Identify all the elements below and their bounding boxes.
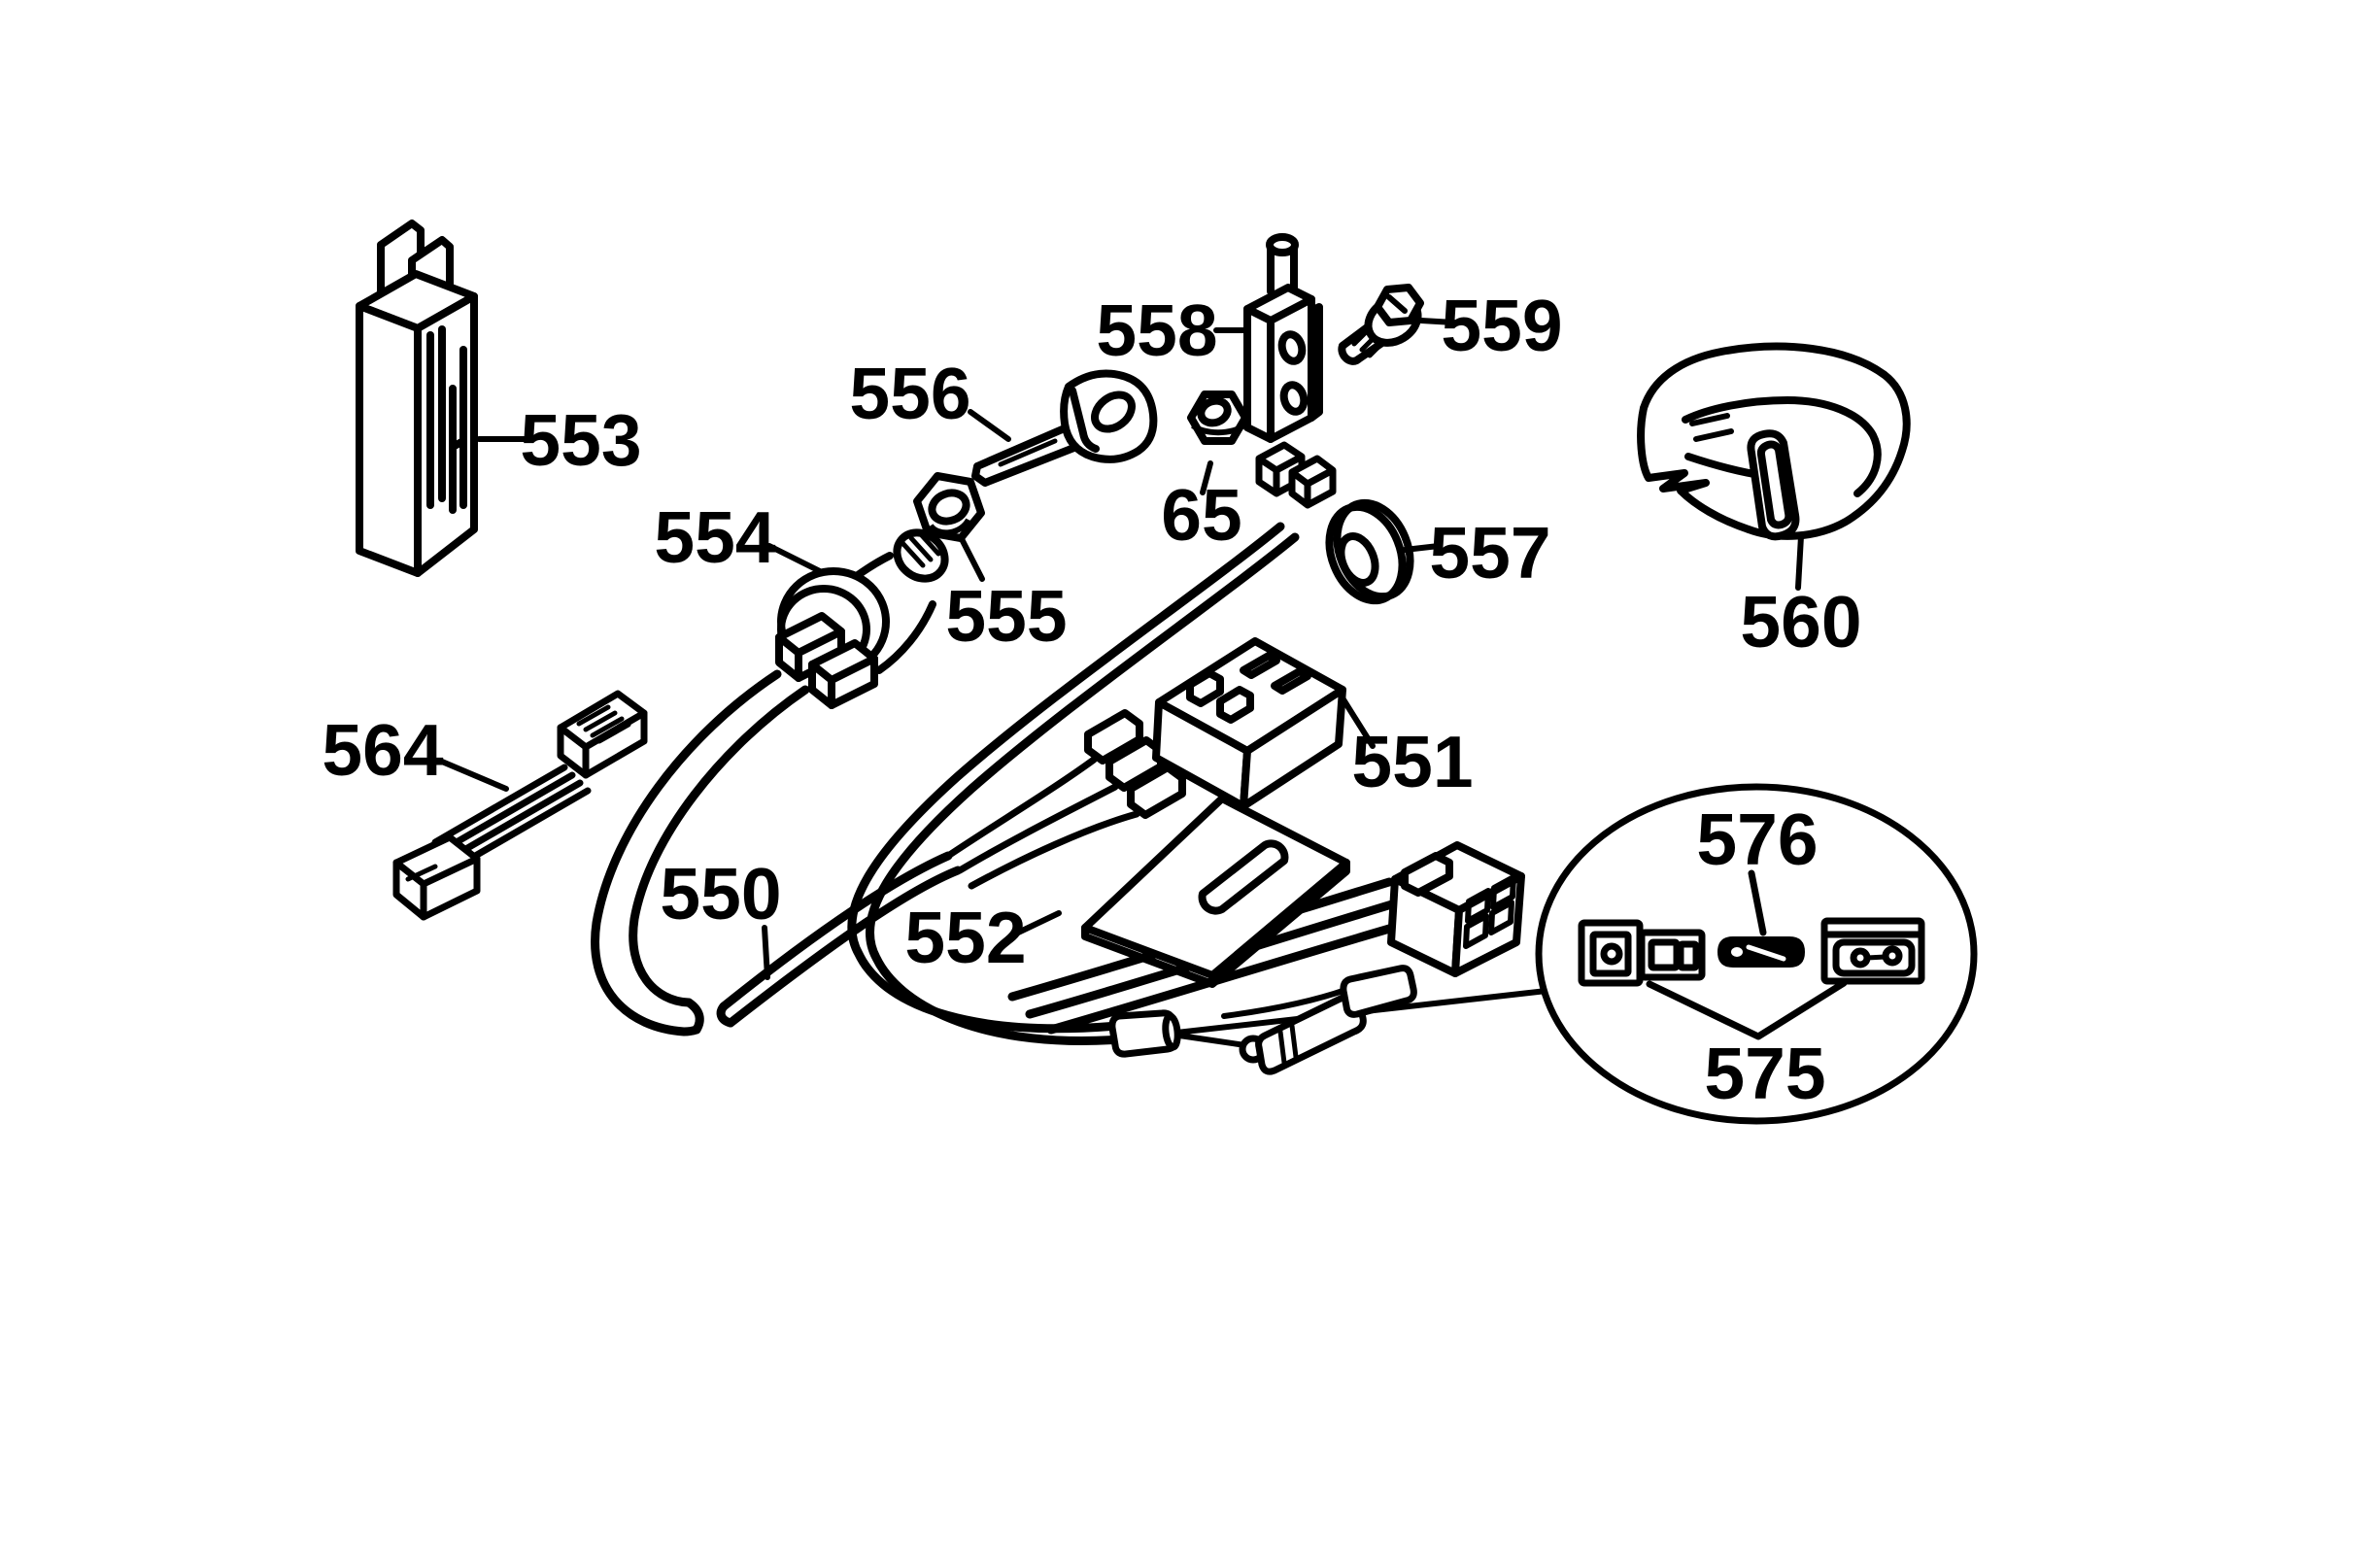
- cable-stub: [719, 851, 953, 1011]
- part-555-hex-nut: [913, 472, 985, 542]
- cable-550-inner: [629, 685, 810, 1007]
- cable-stub: [726, 866, 963, 1028]
- leader-552: [1013, 910, 1062, 936]
- bullet-terminals: [1108, 965, 1417, 1075]
- multi-pin-connector: [1387, 841, 1525, 977]
- callout-551: 551: [1351, 721, 1473, 802]
- callout-564: 564: [322, 709, 443, 791]
- jumper-wire: [431, 764, 568, 846]
- callout-553: 553: [520, 399, 641, 481]
- leader-556: [968, 409, 1011, 442]
- callout-558: 558: [1096, 289, 1217, 371]
- module-terminal: [1216, 686, 1254, 724]
- part-551-module: [1084, 637, 1346, 819]
- leader-560: [1795, 533, 1804, 591]
- connector-pin-slot: [1490, 874, 1516, 910]
- part-554-ignition-switch: [775, 528, 949, 709]
- callout-575: 575: [1704, 1033, 1825, 1114]
- grommet-hole: [1337, 532, 1379, 587]
- jumper-wire: [439, 771, 576, 854]
- bracket-hole: [1277, 330, 1307, 365]
- module-wire: [968, 810, 1140, 890]
- fuse-detail-oval: [1535, 783, 1978, 1125]
- module-wire: [944, 756, 1098, 860]
- callout-554: 554: [654, 496, 775, 578]
- callout-65: 65: [1161, 474, 1241, 556]
- module-sleeve: [1084, 709, 1143, 765]
- bracket-hole: [1279, 381, 1309, 416]
- part-564-jumper-cable: [392, 690, 648, 921]
- module-terminal: [1186, 669, 1224, 707]
- part-558-bracket-switch: [1243, 233, 1323, 443]
- key-blade: [971, 424, 1080, 487]
- part-559-bolt: [1338, 284, 1424, 365]
- harness-wire: [865, 532, 1300, 1046]
- leader-576: [1748, 869, 1767, 936]
- callout-552: 552: [904, 897, 1026, 978]
- connector-latch: [1401, 852, 1453, 897]
- callout-557: 557: [1429, 512, 1550, 594]
- bracket-plunger: [1266, 233, 1299, 256]
- part-560-strap: [1637, 342, 1911, 541]
- leader-550: [762, 925, 770, 980]
- cable-stub-cut-end: [716, 1002, 735, 1028]
- cable-550-outer: [591, 669, 782, 1036]
- callout-550: 550: [660, 853, 781, 934]
- connector-pin-slot: [1463, 913, 1489, 949]
- part-552-plate: [1081, 795, 1350, 988]
- connector-pin-slot: [1488, 900, 1514, 935]
- leader-551: [1339, 694, 1376, 749]
- module-terminal: [1271, 667, 1311, 695]
- module-terminal: [1240, 652, 1280, 679]
- leader-564: [439, 759, 509, 792]
- key-hole: [1091, 391, 1136, 433]
- module-sleeve: [1105, 736, 1165, 792]
- part-556-key: [971, 369, 1158, 487]
- callout-559: 559: [1441, 285, 1562, 366]
- part-553-fuse-cover: [356, 220, 478, 577]
- spade-connector-pair: [1255, 441, 1337, 509]
- leader-554: [766, 543, 825, 575]
- connector-wire: [1046, 920, 1408, 1035]
- part-65-flange-nut: [1187, 391, 1249, 445]
- bullet-sleeve-upper: [1340, 965, 1417, 1018]
- cable-550-cut-end: [684, 998, 704, 1035]
- callout-560: 560: [1740, 581, 1861, 663]
- connector-pin-slot: [1465, 888, 1491, 924]
- callout-labels: 553 554 555 556 557 558 559 560 564 550 …: [322, 285, 1861, 1114]
- bullet-wire: [1176, 1033, 1248, 1048]
- leader-559: [1418, 318, 1457, 325]
- leader-555: [957, 532, 985, 582]
- module-wire: [956, 783, 1119, 874]
- callout-556: 556: [849, 353, 970, 434]
- jumper-wire: [447, 779, 584, 862]
- jumper-wire: [455, 787, 592, 869]
- part-557-grommet: [1325, 498, 1414, 605]
- plate-slot: [1198, 839, 1289, 915]
- leader-65: [1200, 460, 1213, 495]
- callout-576: 576: [1696, 798, 1818, 880]
- leader-575: [1646, 979, 1848, 1040]
- callout-555: 555: [945, 575, 1067, 657]
- bullet-wire: [1221, 986, 1351, 1019]
